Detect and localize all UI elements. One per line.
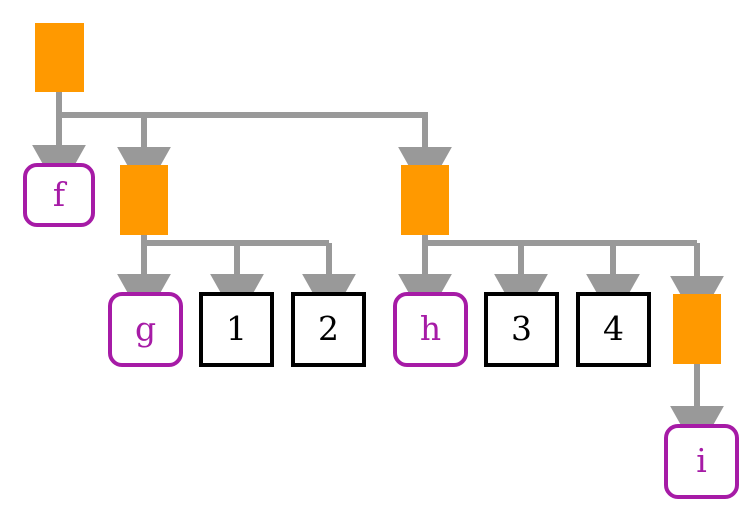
node-branch-right[interactable]	[401, 165, 449, 235]
node-4-label: 4	[603, 309, 624, 348]
node-root[interactable]	[35, 23, 84, 92]
node-3[interactable]: 3	[484, 292, 559, 367]
node-g-label: g	[134, 309, 157, 348]
node-branch-left[interactable]	[120, 165, 168, 235]
node-1-label: 1	[226, 309, 247, 348]
node-g[interactable]: g	[108, 292, 183, 367]
node-4[interactable]: 4	[576, 292, 651, 367]
node-2[interactable]: 2	[291, 292, 366, 367]
node-h-label: h	[419, 309, 442, 348]
node-branch-i[interactable]	[673, 294, 721, 364]
node-1[interactable]: 1	[199, 292, 274, 367]
node-2-label: 2	[318, 309, 339, 348]
node-i-label: i	[696, 441, 707, 480]
node-f-label: f	[52, 174, 66, 214]
node-f[interactable]: f	[23, 163, 95, 227]
node-i[interactable]: i	[664, 424, 739, 499]
node-h[interactable]: h	[393, 292, 468, 367]
node-3-label: 3	[511, 309, 532, 348]
